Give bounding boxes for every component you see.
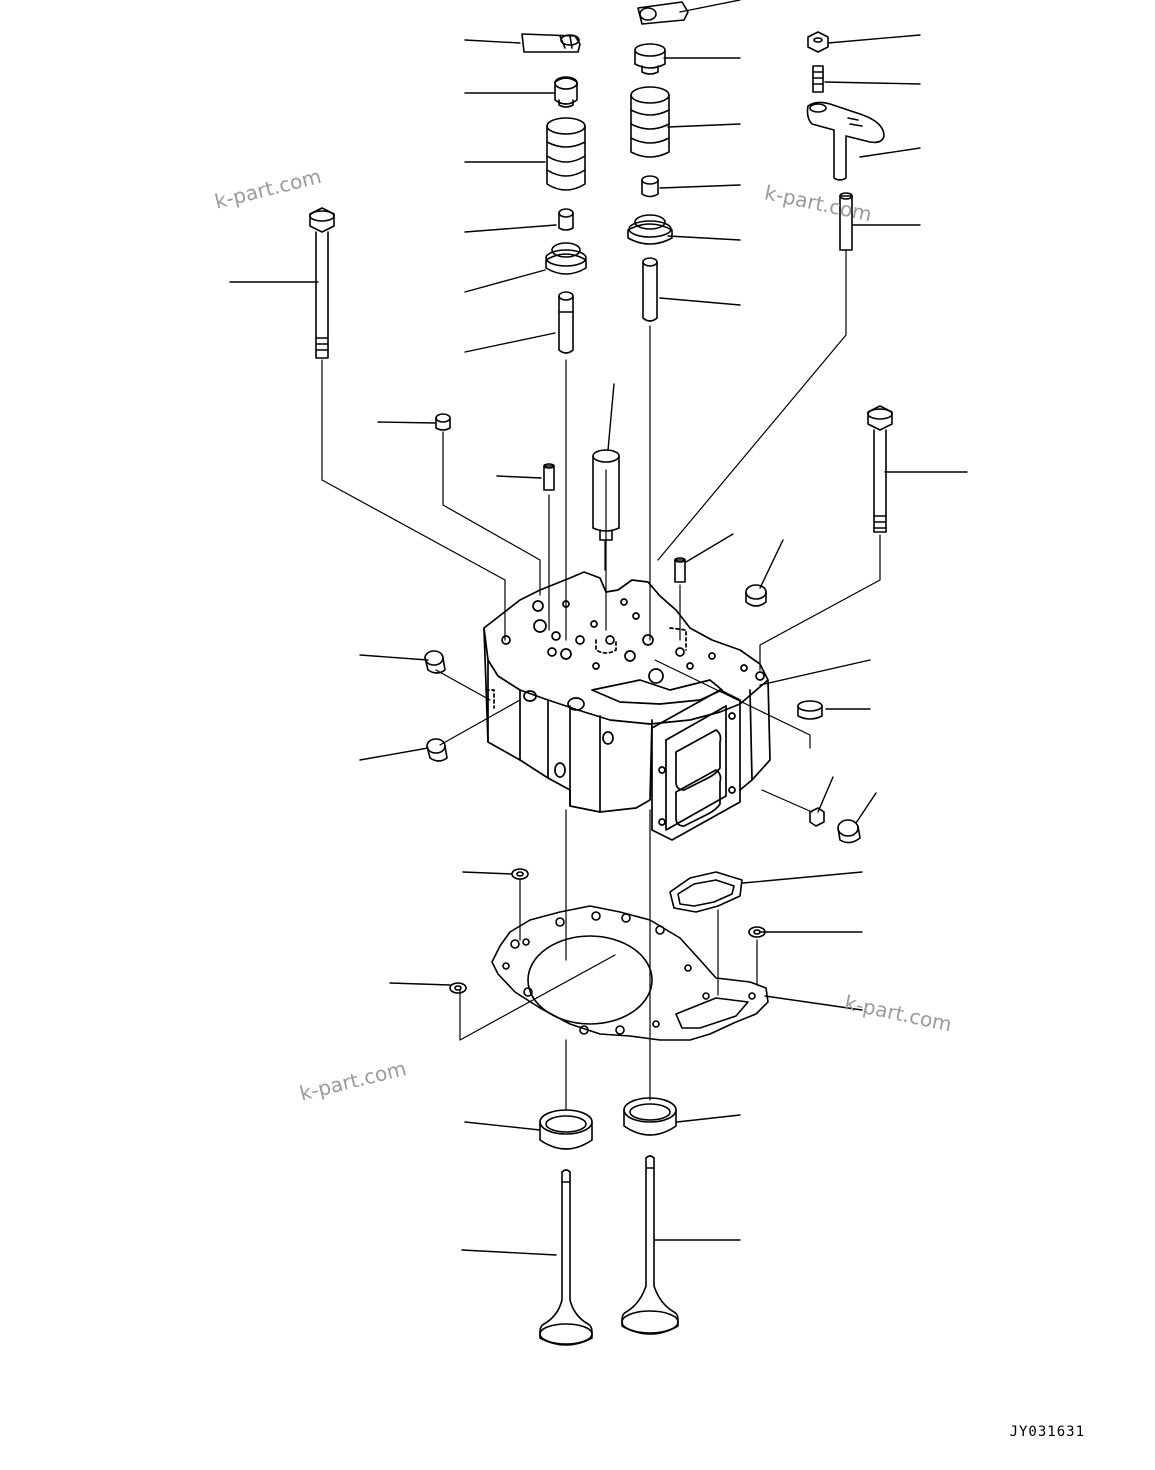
- expansion-plug-left-1: [424, 650, 446, 674]
- valve-stem-seal-left: [554, 76, 578, 108]
- expansion-plug-left-2: [426, 738, 448, 762]
- plug-right-lower: [837, 819, 861, 844]
- o-ring-washer-1: [511, 868, 529, 880]
- valve-cotter-right: [637, 1, 689, 25]
- valve-right: [621, 1155, 679, 1335]
- port-gasket: [669, 871, 743, 913]
- head-gasket: [491, 905, 769, 1041]
- plug-screw: [809, 807, 825, 827]
- dowel-pin-left: [543, 463, 555, 491]
- cylinder-head: [483, 571, 771, 841]
- dowel-pin-right: [674, 557, 686, 583]
- spring-seat-small-right: [641, 175, 659, 198]
- push-rod-pin: [839, 192, 853, 251]
- injector-sleeve: [592, 449, 620, 541]
- valve-guide-left: [558, 291, 574, 354]
- valve-spring-right: [630, 86, 670, 158]
- head-bolt-left: [309, 207, 335, 359]
- valve-seat-insert-left: [539, 1109, 593, 1150]
- o-ring-washer-2: [748, 926, 766, 938]
- drawing-code: JY031631: [1009, 1424, 1085, 1440]
- valve-left: [539, 1169, 593, 1346]
- expansion-plug-top: [745, 584, 767, 607]
- valve-stem-seal-right: [634, 43, 666, 75]
- adjusting-screw: [812, 65, 824, 93]
- lock-nut: [807, 31, 829, 53]
- spring-seat-small-left: [558, 208, 574, 231]
- cup-plug-small: [435, 413, 451, 431]
- valve-bridge: [806, 101, 885, 181]
- o-ring-washer-3: [449, 982, 467, 994]
- valve-guide-right: [642, 257, 658, 322]
- valve-spring-left: [546, 117, 586, 191]
- valve-cotter-left: [521, 33, 581, 53]
- valve-rotator-left: [545, 242, 587, 275]
- valve-rotator-right: [627, 214, 673, 245]
- valve-seat-insert-right: [623, 1097, 677, 1136]
- head-bolt-right: [867, 405, 893, 533]
- leader-lines: [229, 0, 968, 1256]
- assembly-lines: [321, 249, 881, 1111]
- expansion-plug-right: [797, 700, 823, 720]
